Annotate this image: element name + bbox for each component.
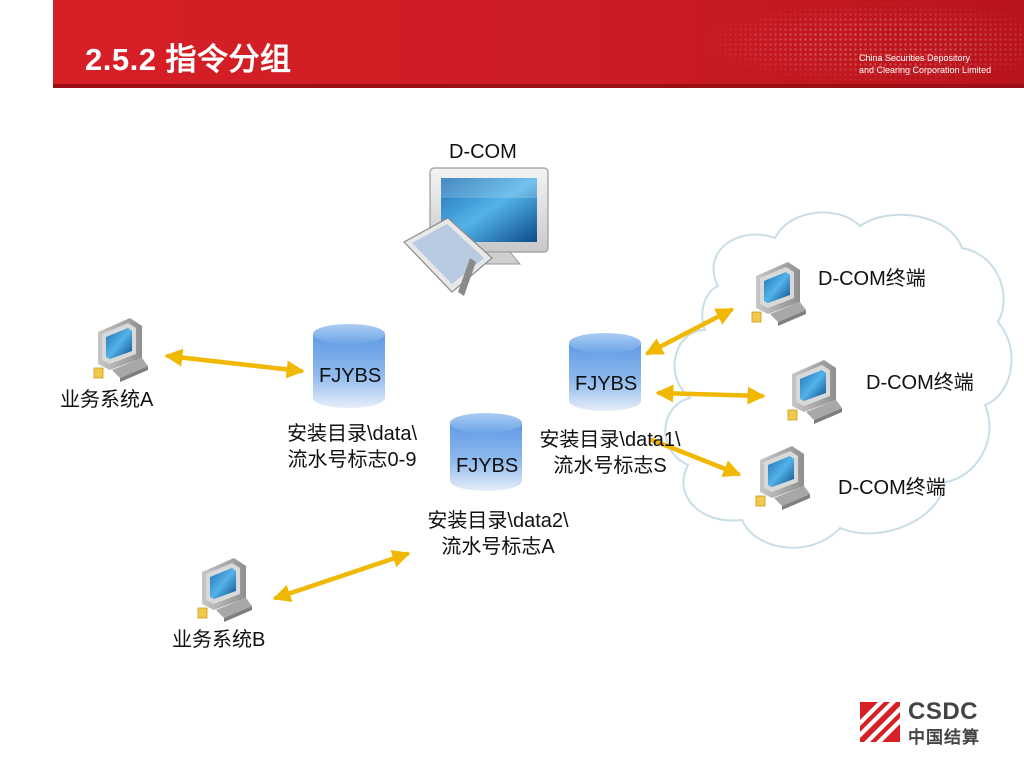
business-system-b-icon: [197, 557, 253, 623]
db-right-caption: 安装目录\data1\ 流水号标志S: [512, 427, 708, 479]
org-line-2: and Clearing Corporation Limited: [859, 65, 992, 75]
header-shadow: [53, 84, 1024, 88]
db-middle-label: FJYBS: [456, 455, 519, 477]
business-system-b-label: 业务系统B: [172, 629, 266, 651]
csdc-logo: CSDC 中国结算: [860, 698, 992, 747]
dcom-server-label: D-COM: [449, 141, 517, 163]
db-left-caption: 安装目录\data\ 流水号标志0-9: [262, 421, 442, 473]
fjybs-right-db: [569, 333, 641, 411]
arrow-a-to-db: [164, 348, 305, 379]
csdc-logo-chinese: 中国结算: [908, 728, 980, 747]
db-middle-serial: 流水号标志A: [441, 536, 555, 558]
csdc-logo-mark: [860, 702, 900, 742]
db-left-path: 安装目录\data\: [286, 423, 418, 445]
db-left-label: FJYBS: [319, 365, 382, 387]
db-middle-path: 安装目录\data2\: [427, 510, 569, 532]
terminal-cloud: [664, 211, 1013, 549]
csdc-logo-abbr: CSDC: [908, 698, 979, 725]
arrow-b-to-db: [272, 550, 411, 602]
terminal-1-label: D-COM终端: [818, 268, 926, 290]
db-right-path: 安装目录\data1\: [539, 429, 681, 451]
fjybs-middle-db: [450, 413, 522, 491]
slide-title: 2.5.2 指令分组: [85, 42, 292, 77]
arrow-db-to-terminal-2: [655, 384, 766, 405]
header-bar: 2.5.2 指令分组 China Securities Depository a…: [53, 0, 1024, 88]
dcom-server-icon: [403, 167, 549, 296]
fjybs-left-db: [313, 324, 385, 408]
db-right-label: FJYBS: [575, 373, 638, 395]
db-middle-caption: 安装目录\data2\ 流水号标志A: [400, 508, 596, 560]
org-line-1: China Securities Depository: [859, 53, 971, 63]
db-right-serial: 流水号标志S: [553, 455, 667, 477]
world-map-decoration: [703, 2, 1024, 84]
arrow-db-to-terminal-1: [644, 307, 735, 356]
db-left-serial: 流水号标志0-9: [287, 449, 417, 471]
business-system-a-icon: [93, 317, 149, 383]
arrow-db-to-terminal-3: [649, 437, 742, 478]
terminal-2-label: D-COM终端: [866, 372, 974, 394]
terminal-3-label: D-COM终端: [838, 477, 946, 499]
business-system-a-label: 业务系统A: [60, 389, 154, 411]
organization-name: China Securities Depository and Clearing…: [859, 52, 991, 76]
